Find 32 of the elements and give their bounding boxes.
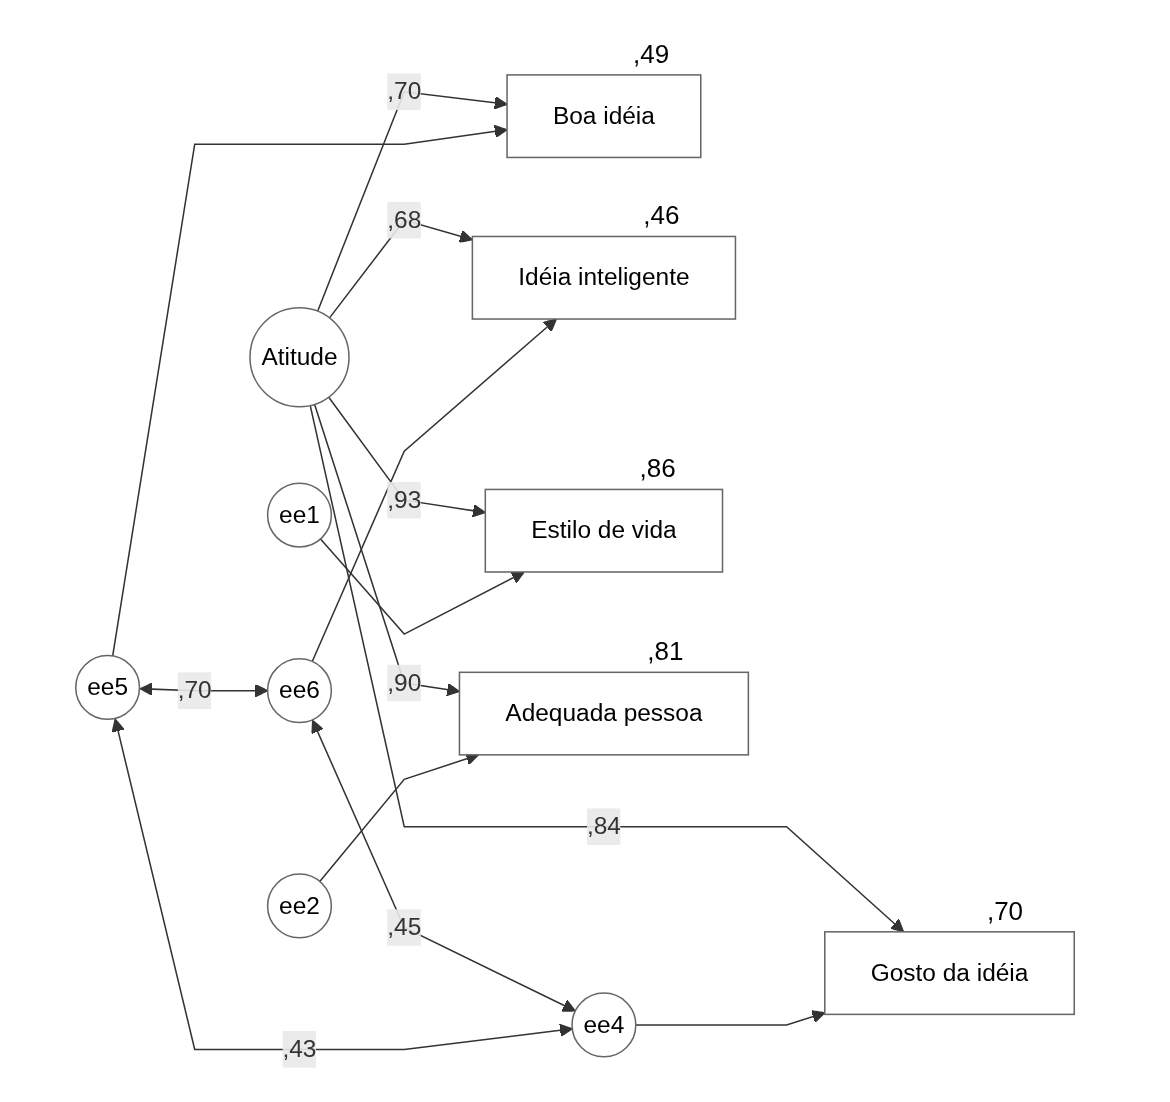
node-circle: ee2 — [266, 873, 333, 939]
arrow — [311, 318, 557, 663]
arrow — [316, 90, 508, 312]
edge-label: ,93 — [387, 486, 422, 513]
node-box: Estilo de vida — [484, 488, 724, 573]
edge-label: ,43 — [282, 1035, 317, 1062]
node-box: Adequada pessoa — [458, 671, 750, 756]
value-label: ,49 — [632, 40, 670, 67]
edge-label: ,45 — [387, 913, 422, 940]
node-circle: ee1 — [266, 482, 333, 548]
arrow — [111, 124, 508, 657]
edge-label: ,70 — [177, 676, 212, 703]
node-box: Idéia inteligente — [471, 235, 737, 320]
edge-label: ,90 — [387, 669, 422, 696]
arrow — [311, 719, 576, 1012]
value-label: ,46 — [643, 202, 680, 229]
node-circle: Atitude — [249, 306, 350, 408]
arrow — [111, 718, 573, 1051]
node-circle: ee4 — [571, 992, 637, 1058]
arrow — [309, 404, 905, 933]
arrow — [635, 1010, 826, 1026]
node-circle: ee6 — [266, 658, 333, 724]
value-label: ,70 — [986, 897, 1024, 924]
edge-label: ,68 — [387, 206, 422, 233]
node-circle: ee5 — [75, 654, 141, 721]
edge-label: ,84 — [586, 812, 621, 839]
value-label: ,86 — [639, 455, 676, 482]
node-box: Gosto da idéia — [824, 931, 1075, 1016]
node-box: Boa idéia — [506, 74, 702, 159]
edge-label: ,70 — [387, 77, 422, 104]
arrow — [319, 538, 525, 636]
value-label: ,81 — [647, 638, 684, 665]
